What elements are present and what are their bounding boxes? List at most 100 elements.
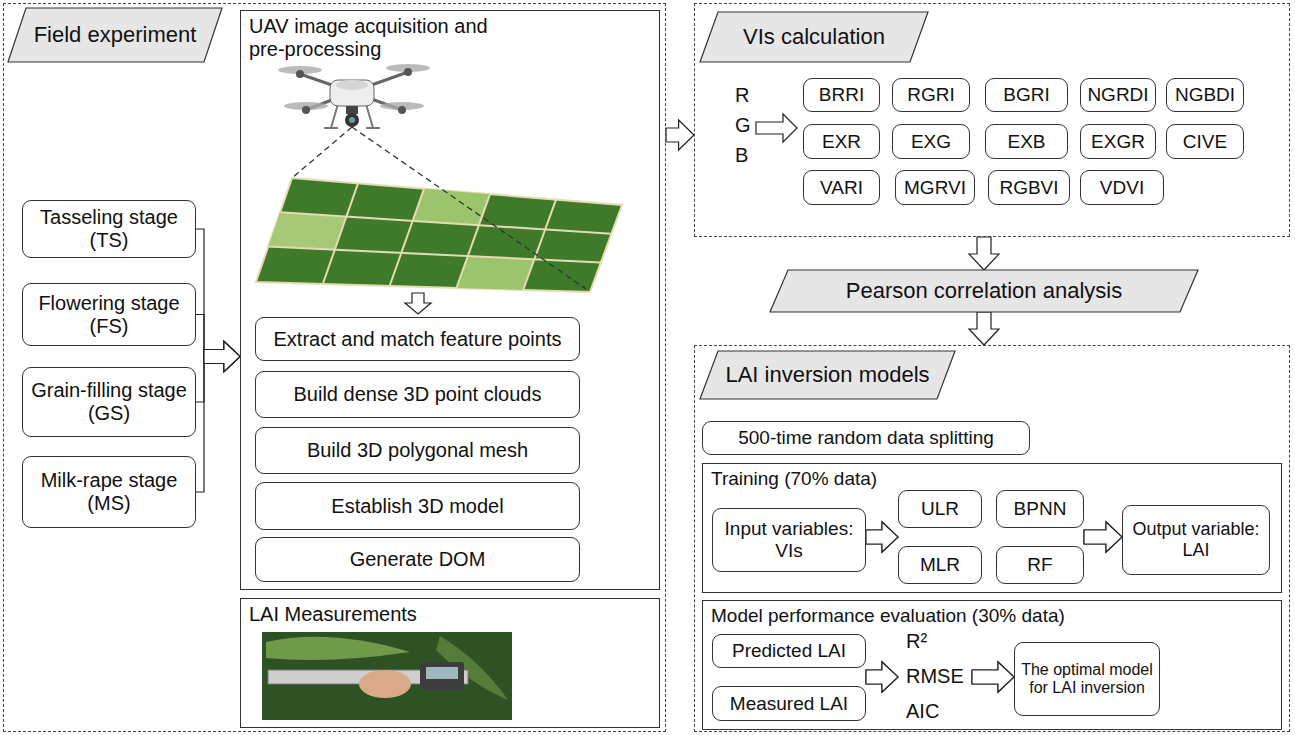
index-box: NGRDI — [1080, 78, 1156, 112]
camera-view-lines — [292, 127, 586, 289]
drone-icon — [278, 64, 430, 128]
node-label: ULR — [921, 498, 959, 520]
process-box: Input variables: VIs — [712, 508, 866, 572]
stage-box: Flowering stage (FS) — [22, 283, 196, 346]
field-plot — [256, 178, 622, 292]
heading-shape — [8, 8, 222, 62]
node-label: MLR — [920, 554, 960, 576]
block-arrow — [866, 522, 898, 552]
section-title: Field experiment — [34, 22, 197, 47]
heading-shape — [700, 12, 928, 62]
block-arrow — [969, 237, 999, 270]
index-box: BRRI — [803, 78, 880, 112]
node-label: VARI — [820, 177, 863, 199]
process-box: Build 3D polygonal mesh — [255, 427, 580, 474]
group-box: Input variables: VIs ULR BPNN MLR RF Output v… — [702, 463, 1282, 593]
node-label: Build 3D polygonal mesh — [307, 439, 528, 462]
node-label: Predicted LAI — [732, 640, 846, 662]
index-box: NGBDI — [1166, 78, 1244, 112]
section-panel: 500-time random data splittingInput vari… — [694, 345, 1290, 732]
block-arrow — [866, 522, 898, 552]
node-label: EXR — [822, 131, 861, 153]
node-label: EXG — [911, 131, 951, 153]
block-arrow — [666, 120, 694, 150]
node-label: NGBDI — [1175, 84, 1235, 106]
node-label: Output variable: LAI — [1128, 519, 1264, 560]
process-box: Output variable: LAI — [1122, 505, 1270, 575]
node-label: RGRI — [907, 84, 955, 106]
section-title: LAI Measurements — [241, 599, 557, 626]
stage-box: Grain-filling stage (GS) — [22, 367, 196, 437]
node-label: Input variables: VIs — [718, 518, 860, 562]
block-arrow — [196, 342, 240, 493]
node-label: BPNN — [1014, 498, 1067, 520]
model-box: RF — [996, 546, 1084, 584]
node-label: Pearson correlation analysis — [846, 278, 1122, 303]
node-label: Flowering stage (FS) — [28, 292, 190, 338]
node-label: EXB — [1007, 131, 1045, 153]
section-heading: LAI inversion models — [700, 351, 955, 399]
section-heading: Field experiment — [8, 8, 222, 62]
heading-shape — [700, 351, 955, 399]
node-label: EXGR — [1091, 131, 1145, 153]
metric-label: R² — [906, 630, 927, 652]
model-box: ULR — [898, 490, 982, 528]
index-box: EXGR — [1080, 124, 1156, 159]
section-panel: Tasseling stage (TS) Flowering stage (FS)… — [3, 3, 666, 732]
node-label: Build dense 3D point clouds — [294, 383, 542, 406]
node-label: Measured LAI — [730, 693, 848, 715]
section-heading: VIs calculation — [700, 12, 928, 62]
node-label: VDVI — [1100, 177, 1144, 199]
node-label: Extract and match feature points — [274, 328, 562, 351]
process-box: Predicted LAI — [712, 634, 866, 668]
model-box: BPNN — [996, 490, 1084, 528]
node-label: BRRI — [819, 84, 864, 106]
channel-letter: B — [735, 144, 748, 166]
field-plot — [456, 256, 534, 290]
model-box: MLR — [898, 546, 982, 584]
process-box: Establish 3D model — [255, 482, 580, 530]
plot-grid — [268, 183, 611, 290]
process-parallelogram: Pearson correlation analysis — [770, 270, 1198, 312]
node-label: CIVE — [1183, 131, 1227, 153]
node-label: NGRDI — [1087, 84, 1148, 106]
field-plot — [413, 189, 490, 225]
stage-box: Milk-rape stage (MS) — [22, 456, 196, 528]
section-title: UAV image acquisition and pre-processing — [241, 11, 527, 61]
node-label: The optimal model for LAI inversion — [1020, 661, 1154, 698]
node-label: Establish 3D model — [331, 495, 503, 518]
field-plot — [268, 212, 346, 250]
group-box: Predicted LAI Measured LAI The optimal mod… — [702, 600, 1282, 730]
section-title: VIs calculation — [743, 24, 885, 49]
process-box: Measured LAI — [712, 686, 866, 721]
node-label: Tasseling stage (TS) — [28, 206, 190, 252]
index-box: VDVI — [1080, 170, 1164, 205]
section-title: LAI inversion models — [725, 362, 929, 387]
node-label: Milk-rape stage (MS) — [28, 469, 190, 515]
index-box: EXR — [803, 124, 880, 159]
channel-letter: G — [735, 114, 751, 136]
flow-arrow — [405, 293, 431, 314]
section-title: Model performance evaluation (30% data) — [703, 601, 1239, 627]
node-label: 500-time random data splitting — [738, 427, 994, 449]
block-arrow — [1084, 522, 1122, 552]
flow-arrow — [756, 114, 797, 142]
section-title: Training (70% data) — [703, 464, 1119, 490]
parallelogram-shape — [770, 270, 1198, 312]
section-panel: BRRI RGRI BGRI NGRDI NGBDI EXR EXG EXB EXGR CIVE V… — [694, 3, 1290, 237]
process-box: Build dense 3D point clouds — [255, 371, 580, 418]
result-box: The optimal model for LAI inversion — [1014, 642, 1160, 716]
node-label: RGBVI — [999, 177, 1058, 199]
block-arrow — [866, 662, 1014, 692]
index-box: RGBVI — [988, 170, 1070, 205]
node-label: RF — [1027, 554, 1052, 576]
index-box: EXG — [892, 124, 970, 159]
block-arrow — [866, 662, 1014, 692]
field-image — [256, 178, 622, 292]
metric-label: AIC — [906, 700, 939, 722]
node-label: Generate DOM — [350, 548, 486, 571]
index-box: VARI — [803, 170, 880, 205]
node-label: BGRI — [1003, 84, 1049, 106]
